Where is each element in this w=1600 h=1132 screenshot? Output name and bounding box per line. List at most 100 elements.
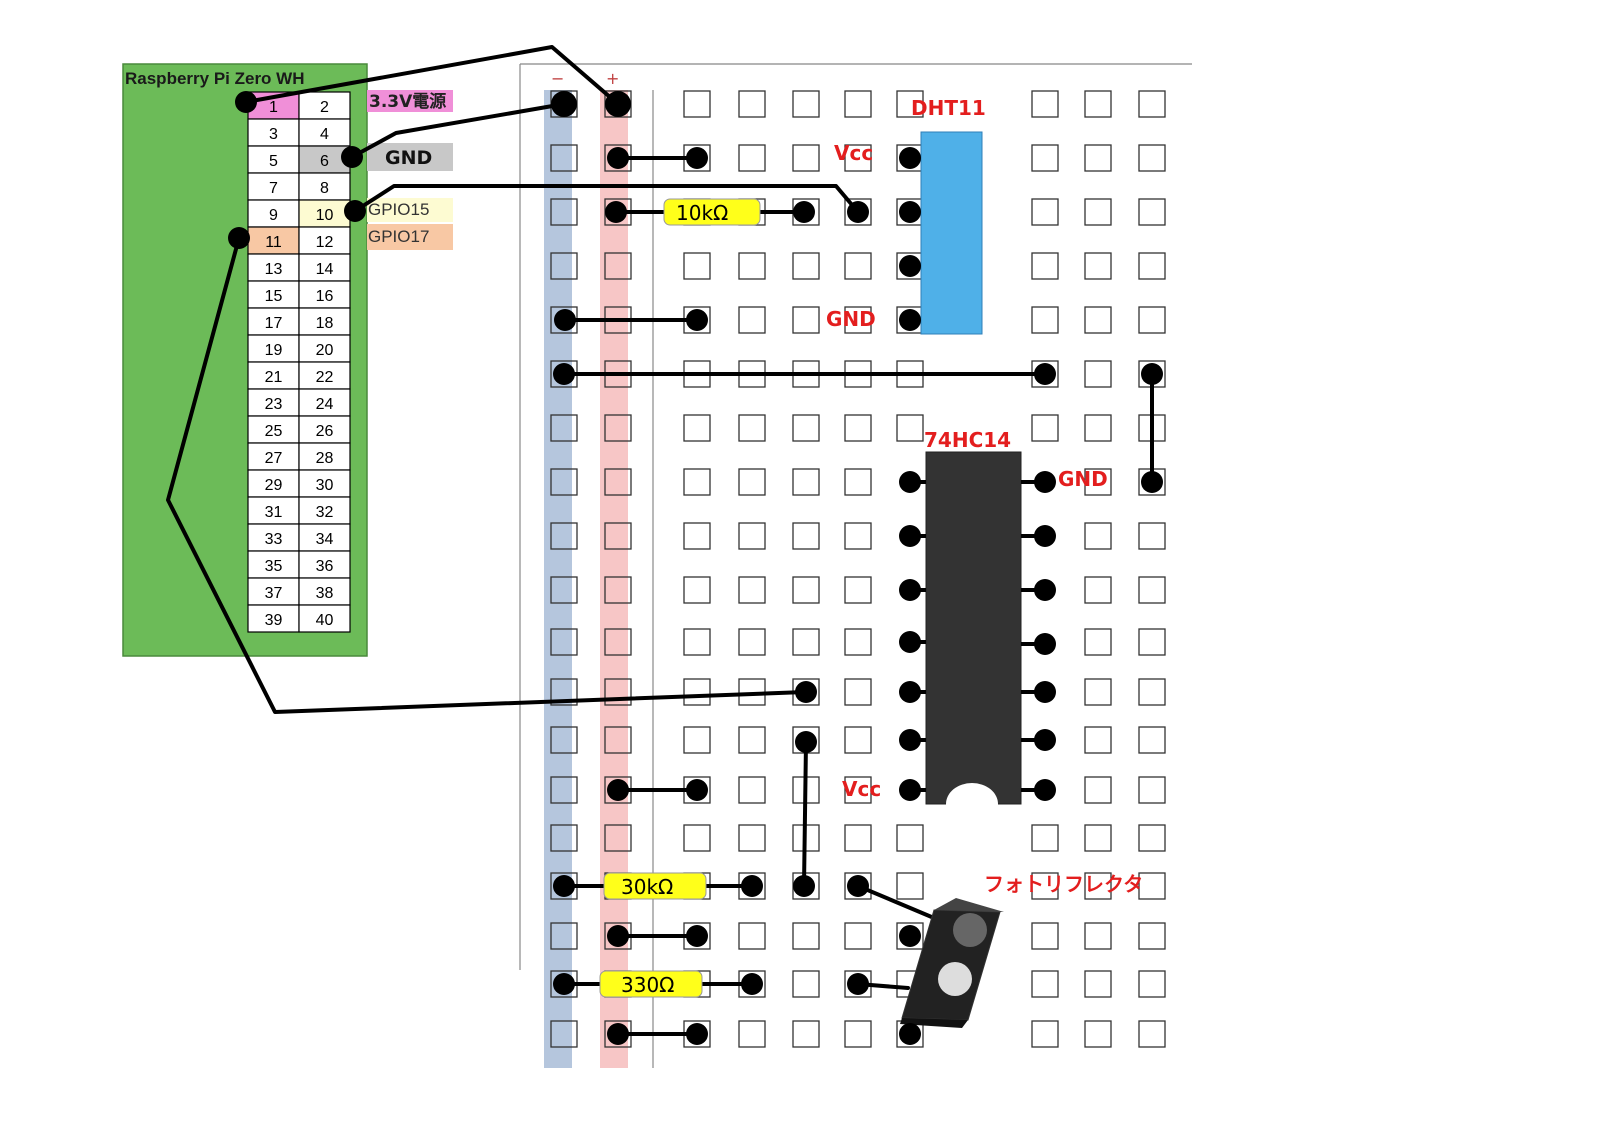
minus-rail: [544, 90, 572, 1068]
breadboard-hole: [683, 576, 711, 604]
breadboard-hole: [738, 522, 766, 550]
breadboard-hole: [1031, 144, 1059, 172]
connection-dot: [1034, 681, 1056, 703]
connection-dot: [551, 91, 577, 117]
breadboard-hole: [1031, 90, 1059, 118]
ic-gnd-label: GND: [1058, 467, 1108, 491]
breadboard-hole: [844, 468, 872, 496]
gpio-pin-number: 25: [265, 423, 283, 440]
breadboard-hole: [738, 628, 766, 656]
dht11-label: DHT11: [911, 96, 986, 120]
breadboard-hole: [604, 576, 632, 604]
breadboard-hole: [1084, 678, 1112, 706]
gpio-pin-number: 9: [269, 207, 278, 224]
breadboard-hole: [683, 522, 711, 550]
breadboard-hole: [1084, 468, 1112, 496]
gpio-pin-cell: [247, 253, 300, 282]
connection-dot: [1034, 471, 1056, 493]
breadboard-hole: [844, 776, 872, 804]
connection-dot: [899, 631, 921, 653]
gpio-pin-cell: [247, 145, 300, 174]
breadboard-hole: [1138, 726, 1166, 754]
breadboard-hole: [1031, 824, 1059, 852]
ic-body: [925, 451, 1022, 805]
gpio-pin-number: 1: [269, 99, 278, 116]
wire-gpio17-to-ic-output: [166, 236, 807, 714]
gpio-pin-number: 20: [316, 342, 334, 359]
breadboard-hole: [896, 922, 924, 950]
pi-title: Raspberry Pi Zero WH: [125, 69, 305, 88]
connection-dot: [847, 973, 869, 995]
ic-label: 74HC14: [924, 428, 1011, 452]
breadboard-hole: [1031, 306, 1059, 334]
photoreflector-label: フォトリフレクタ: [984, 872, 1143, 896]
breadboard-hole: [844, 824, 872, 852]
breadboard-hole: [683, 414, 711, 442]
breadboard-hole: [844, 522, 872, 550]
gpio-pin-number: 32: [316, 504, 334, 521]
breadboard-hole: [844, 922, 872, 950]
breadboard-hole: [1031, 1020, 1059, 1048]
connection-dot: [847, 201, 869, 223]
wire-gnd-to-minus: [350, 102, 566, 159]
gpio-pin-number: 8: [320, 180, 329, 197]
gpio-pin-number: 4: [320, 126, 329, 143]
gpio-pin-cell: [298, 496, 351, 525]
breadboard-hole: [1084, 198, 1112, 226]
connection-dot: [899, 525, 921, 547]
breadboard-hole: [1084, 252, 1112, 280]
connection-dot: [1141, 363, 1163, 385]
breadboard-hole: [1084, 726, 1112, 754]
breadboard-hole: [1138, 678, 1166, 706]
resistor-330: 330Ω: [599, 970, 703, 998]
gnd-label-bg: [367, 143, 453, 171]
gpio-pin-number: 37: [265, 585, 283, 602]
breadboard-hole: [1031, 414, 1059, 442]
wire-gpio15-to-dht11-data: [353, 184, 860, 214]
gpio-pin-number: 6: [320, 153, 329, 170]
breadboard-hole: [1084, 306, 1112, 334]
breadboard-hole: [738, 1020, 766, 1048]
breadboard-hole: [1031, 922, 1059, 950]
breadboard-hole: [1138, 90, 1166, 118]
connection-dot: [607, 925, 629, 947]
breadboard-hole: [844, 90, 872, 118]
breadboard-hole: [738, 306, 766, 334]
resistor-30k-label: 30kΩ: [621, 875, 673, 899]
breadboard-hole: [1138, 144, 1166, 172]
connection-dot: [553, 875, 575, 897]
breadboard-hole: [1084, 576, 1112, 604]
gpio-pin-number: 39: [265, 612, 283, 629]
breadboard-hole: [550, 1020, 578, 1048]
gpio-pin-cell: [247, 334, 300, 363]
breadboard-hole: [1084, 824, 1112, 852]
breadboard-hole: [550, 576, 578, 604]
connection-dot: [795, 681, 817, 703]
gpio-pin-number: 16: [316, 288, 334, 305]
breadboard-hole: [604, 824, 632, 852]
breadboard-hole: [738, 90, 766, 118]
resistor-330-label: 330Ω: [621, 973, 674, 997]
breadboard-hole: [604, 468, 632, 496]
breadboard-hole: [738, 824, 766, 852]
gnd-label: GND: [385, 147, 432, 169]
gpio17-label-bg: [367, 224, 453, 250]
breadboard-hole: [1084, 970, 1112, 998]
connection-dot: [605, 91, 631, 117]
gpio-pin-number: 36: [316, 558, 334, 575]
breadboard-hole: [1138, 824, 1166, 852]
breadboard-hole: [1084, 414, 1112, 442]
connection-dot: [793, 875, 815, 897]
breadboard-hole: [1031, 970, 1059, 998]
breadboard-hole: [1084, 776, 1112, 804]
breadboard-hole: [1138, 198, 1166, 226]
breadboard-hole: [738, 576, 766, 604]
gpio-pin-cell: [247, 172, 300, 201]
gpio-pin-number: 3: [269, 126, 278, 143]
ic-notch: [946, 783, 998, 825]
breadboard-hole: [1084, 628, 1112, 656]
gpio-pin-number: 19: [265, 342, 283, 359]
connection-dot: [899, 779, 921, 801]
connection-dot: [553, 973, 575, 995]
